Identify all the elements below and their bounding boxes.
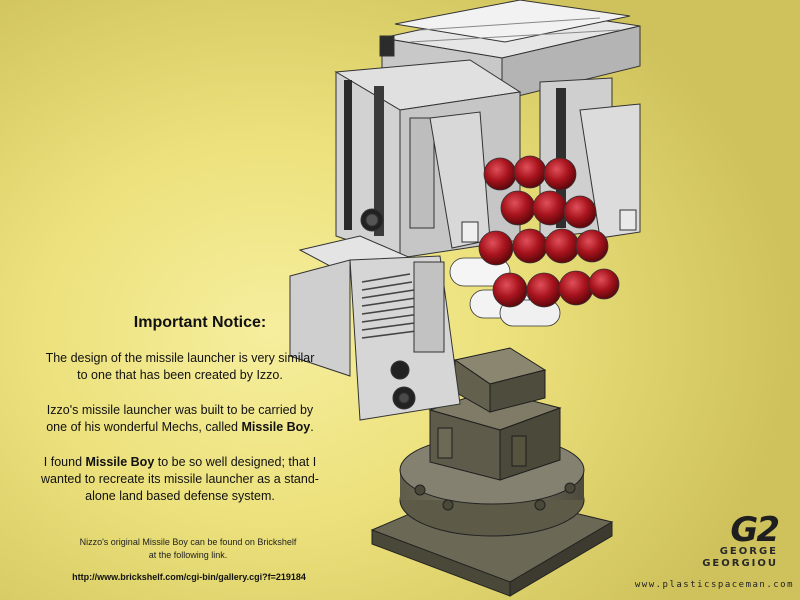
g2-logo: G2 GEORGE GEORGIOU [658, 510, 780, 570]
para2-line2-pre: one of his wonderful Mechs, called [46, 420, 242, 434]
para3-line2: wanted to recreate its missile launcher … [41, 472, 319, 486]
para1-line1: The design of the missile launcher is ve… [45, 351, 315, 365]
front-armor-block [289, 235, 461, 421]
para1-line2: to one that has been created by Izzo. [77, 368, 283, 382]
source-note-line1: Nizzo's original Missile Boy can be foun… [79, 537, 297, 547]
para2-line2-post: . [310, 420, 314, 434]
source-note-line2: at the following link. [148, 550, 228, 560]
notice-paragraph-3: I found Missile Boy to be so well design… [20, 454, 340, 505]
para2-line1: Izzo's missile launcher was built to be … [46, 403, 314, 417]
para2-line2: one of his wonderful Mechs, called Missi… [20, 419, 340, 436]
missile-boy-bold-2: Missile Boy [85, 455, 155, 469]
notice-title: Important Notice: [133, 314, 267, 331]
notice-paragraph-2: Izzo's missile launcher was built to be … [20, 402, 340, 436]
notice-paragraph-1: The design of the missile launcher is ve… [20, 350, 340, 384]
website-url[interactable]: www.plasticspaceman.com [634, 580, 794, 590]
logo-first-name: GEORGE [719, 546, 778, 557]
missile-boy-bold-1: Missile Boy [241, 420, 311, 434]
brickshelf-link[interactable]: http://www.brickshelf.com/cgi-bin/galler… [72, 572, 306, 582]
para3-line3: alone land based defense system. [85, 489, 275, 503]
source-note: Nizzo's original Missile Boy can be foun… [28, 536, 348, 562]
logo-mark: G2 [730, 510, 780, 550]
pedestal [428, 347, 562, 481]
base-plate [370, 435, 614, 597]
para3-pre: I found [43, 455, 86, 469]
missile-pack [449, 155, 620, 327]
launcher-body [334, 59, 641, 259]
para3-line1: I found Missile Boy to be so well design… [20, 454, 340, 471]
para3-line1-post: to be so well designed; that I [154, 455, 317, 469]
logo-last-name: GEORGIOU [702, 558, 778, 569]
